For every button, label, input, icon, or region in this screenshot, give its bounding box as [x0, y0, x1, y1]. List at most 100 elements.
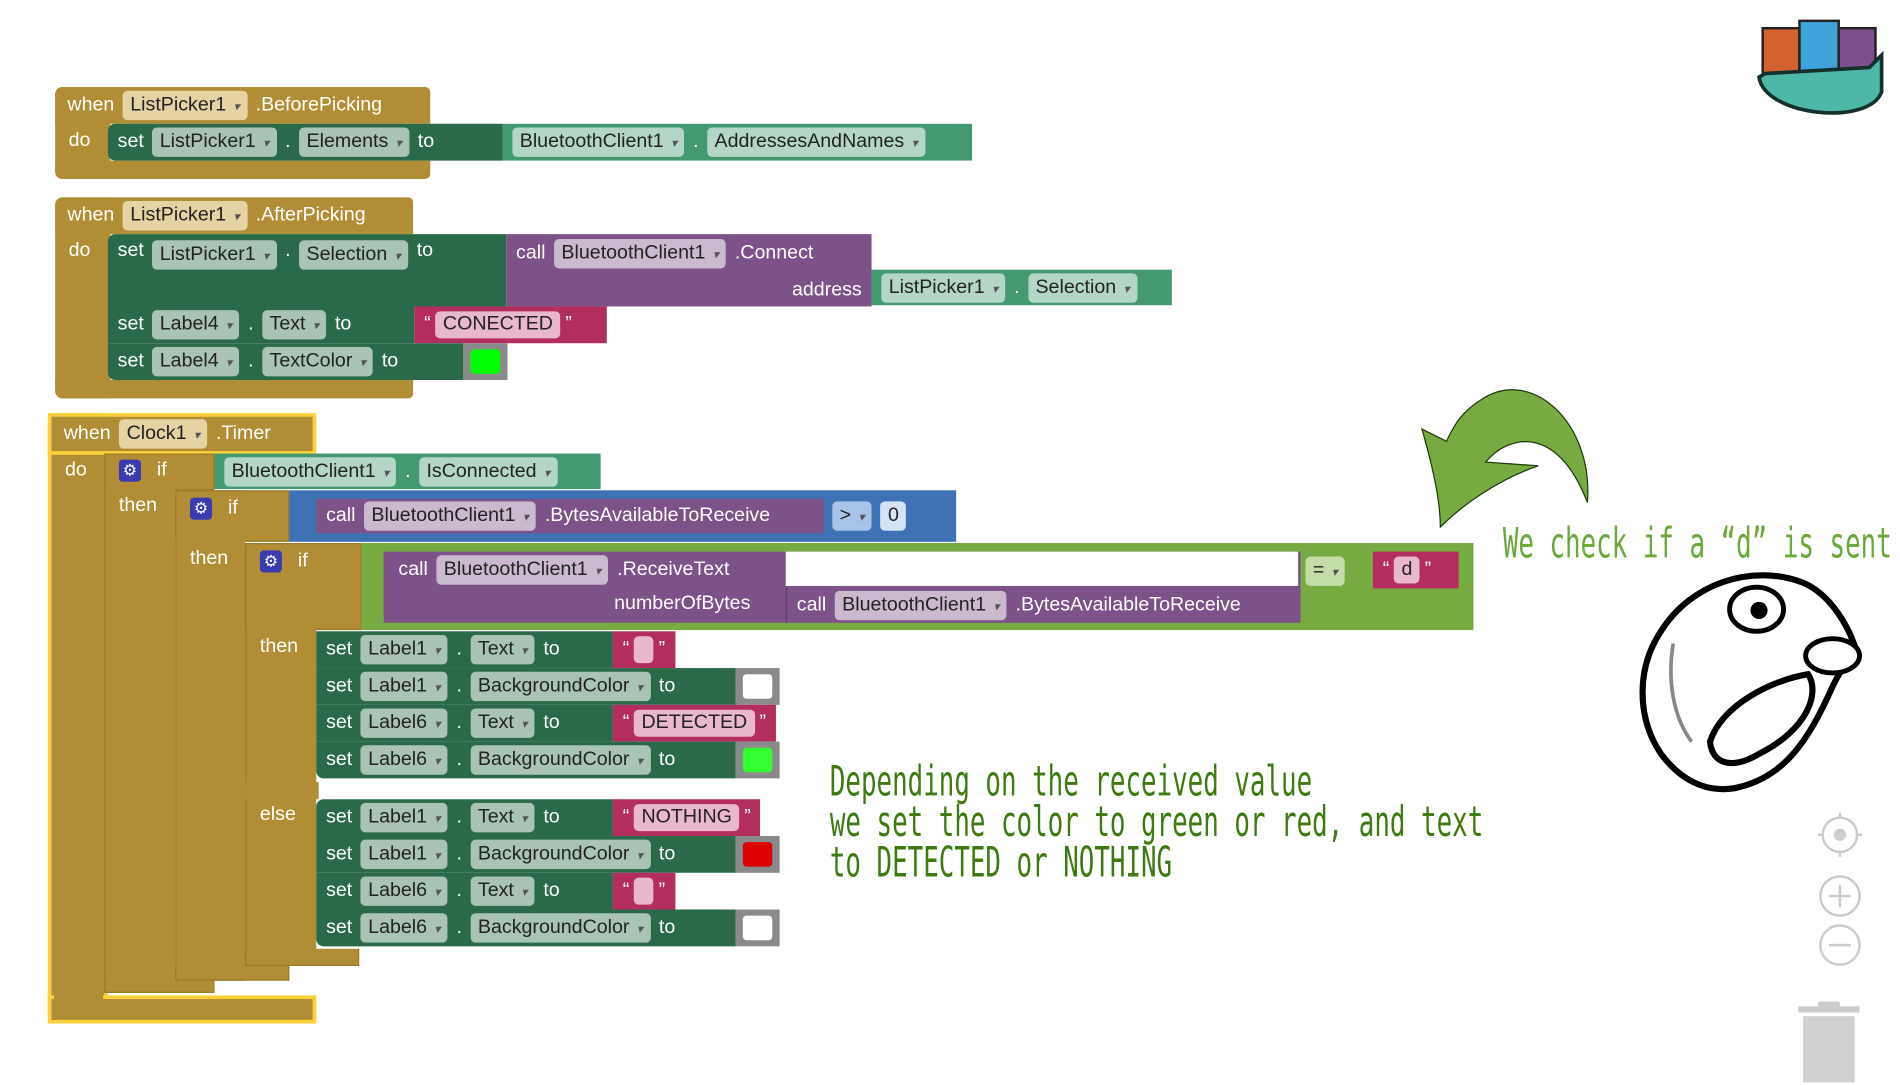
dropdown-arrow-icon: [434, 807, 440, 829]
property-dropdown[interactable]: Selection: [1028, 272, 1138, 303]
property-dropdown[interactable]: Text: [262, 310, 327, 340]
property-dropdown[interactable]: Text: [470, 876, 535, 906]
text-field[interactable]: [634, 877, 654, 905]
call-bytes-available-block[interactable]: call BluetoothClient1 .BytesAvailableToR…: [316, 498, 824, 534]
gear-icon[interactable]: ⚙: [259, 550, 282, 573]
operator-dropdown[interactable]: >: [832, 501, 873, 531]
component-dropdown[interactable]: Label6: [360, 708, 448, 738]
trash-icon[interactable]: [1796, 999, 1863, 1085]
color-block[interactable]: [735, 835, 780, 873]
color-block[interactable]: [735, 741, 780, 779]
color-swatch-white[interactable]: [742, 915, 773, 941]
component-dropdown[interactable]: Label6: [360, 745, 448, 775]
text-block[interactable]: “NOTHING”: [612, 799, 761, 836]
color-swatch-green[interactable]: [742, 747, 773, 773]
property-dropdown[interactable]: Text: [470, 708, 535, 738]
component-dropdown[interactable]: Label1: [360, 671, 448, 702]
component-dropdown[interactable]: BluetoothClient1: [436, 555, 609, 585]
else-keyword: else: [259, 804, 296, 825]
getter-block[interactable]: ListPicker1 . Selection: [871, 269, 1172, 306]
text-block[interactable]: “ CONECTED ”: [414, 306, 607, 344]
property-dropdown[interactable]: BackgroundColor: [470, 839, 651, 870]
property-dropdown[interactable]: Elements: [299, 127, 410, 157]
text-field[interactable]: d: [1394, 556, 1420, 584]
component-dropdown[interactable]: Label6: [360, 913, 448, 943]
text-block[interactable]: “ d ”: [1372, 551, 1459, 589]
dropdown-value: AddressesAndNames: [714, 131, 905, 152]
open-quote: “: [622, 806, 630, 828]
component-dropdown[interactable]: ListPicker1: [881, 272, 1006, 303]
component-dropdown[interactable]: ListPicker1: [122, 201, 248, 231]
set-label4-textcolor-block[interactable]: set Label4 . TextColor to: [107, 343, 508, 380]
component-dropdown[interactable]: BluetoothClient1: [364, 501, 537, 531]
method-name: .BytesAvailableToReceive: [544, 505, 771, 526]
component-dropdown[interactable]: BluetoothClient1: [512, 127, 685, 157]
color-block[interactable]: [735, 668, 780, 705]
color-block[interactable]: [463, 343, 508, 380]
component-dropdown[interactable]: Label1: [360, 634, 448, 665]
dot: .: [456, 806, 462, 828]
text-block[interactable]: “”: [612, 872, 675, 910]
set-label4-text-block[interactable]: set Label4 . Text to “ CONECTED ”: [107, 306, 607, 344]
property-dropdown[interactable]: AddressesAndNames: [707, 127, 926, 157]
dot: .: [456, 638, 462, 660]
operator-dropdown[interactable]: =: [1305, 556, 1346, 586]
property-dropdown[interactable]: BackgroundColor: [470, 745, 651, 775]
component-dropdown[interactable]: Label1: [360, 802, 448, 833]
close-quote: ”: [658, 638, 666, 660]
text-block[interactable]: “”: [612, 631, 675, 669]
color-swatch-white[interactable]: [742, 674, 773, 699]
number-field[interactable]: 0: [880, 501, 907, 531]
property-dropdown[interactable]: BackgroundColor: [470, 913, 651, 943]
property-dropdown[interactable]: TextColor: [262, 346, 374, 377]
component-dropdown[interactable]: BluetoothClient1: [834, 590, 1007, 620]
is-connected-getter[interactable]: BluetoothClient1 . IsConnected: [214, 453, 601, 490]
text-field[interactable]: [634, 636, 654, 664]
component-dropdown[interactable]: BluetoothClient1: [554, 239, 727, 269]
set-selection-block[interactable]: set ListPicker1 . Selection to call Blue…: [107, 234, 872, 307]
recenter-button[interactable]: [1817, 811, 1864, 858]
component-dropdown[interactable]: Label1: [360, 839, 448, 870]
getter-block[interactable]: BluetoothClient1 . AddressesAndNames: [502, 123, 973, 161]
event-name: .AfterPicking: [255, 204, 366, 226]
text-block[interactable]: “DETECTED”: [612, 704, 776, 742]
zoom-out-button[interactable]: [1817, 922, 1864, 969]
component-dropdown[interactable]: Label6: [360, 876, 448, 906]
set-block[interactable]: set ListPicker1 . Elements to BluetoothC…: [107, 123, 973, 161]
text-field[interactable]: DETECTED: [634, 709, 755, 737]
color-block[interactable]: [735, 909, 780, 947]
gear-icon[interactable]: ⚙: [189, 497, 213, 520]
component-dropdown[interactable]: Clock1: [119, 419, 208, 449]
backpack-icon: [1757, 19, 1884, 115]
set-keyword: set: [326, 806, 353, 828]
gear-icon[interactable]: ⚙: [118, 459, 141, 482]
component-dropdown[interactable]: Label4: [152, 310, 240, 340]
component-dropdown[interactable]: BluetoothClient1: [224, 456, 397, 487]
color-swatch-green[interactable]: [470, 349, 501, 374]
color-swatch-red[interactable]: [742, 842, 773, 867]
property-dropdown[interactable]: Selection: [299, 240, 409, 270]
property-dropdown[interactable]: BackgroundColor: [470, 671, 651, 702]
text-field[interactable]: CONECTED: [435, 311, 561, 339]
call-connect-block[interactable]: call BluetoothClient1 .Connect address: [506, 234, 872, 307]
math-compare-block[interactable]: call BluetoothClient1 .BytesAvailableToR…: [289, 490, 957, 542]
property-dropdown[interactable]: IsConnected: [419, 456, 558, 487]
component-dropdown[interactable]: ListPicker1: [152, 127, 277, 157]
zoom-in-button[interactable]: [1817, 873, 1864, 920]
property-dropdown[interactable]: Text: [470, 634, 535, 665]
component-dropdown[interactable]: Label4: [152, 346, 240, 377]
text-field[interactable]: NOTHING: [634, 804, 740, 832]
component-dropdown[interactable]: ListPicker1: [152, 240, 277, 270]
call-bytes-available-block[interactable]: call BluetoothClient1 .BytesAvailableToR…: [785, 587, 1299, 623]
property-dropdown[interactable]: Text: [470, 802, 535, 833]
component-dropdown[interactable]: ListPicker1: [122, 90, 248, 121]
